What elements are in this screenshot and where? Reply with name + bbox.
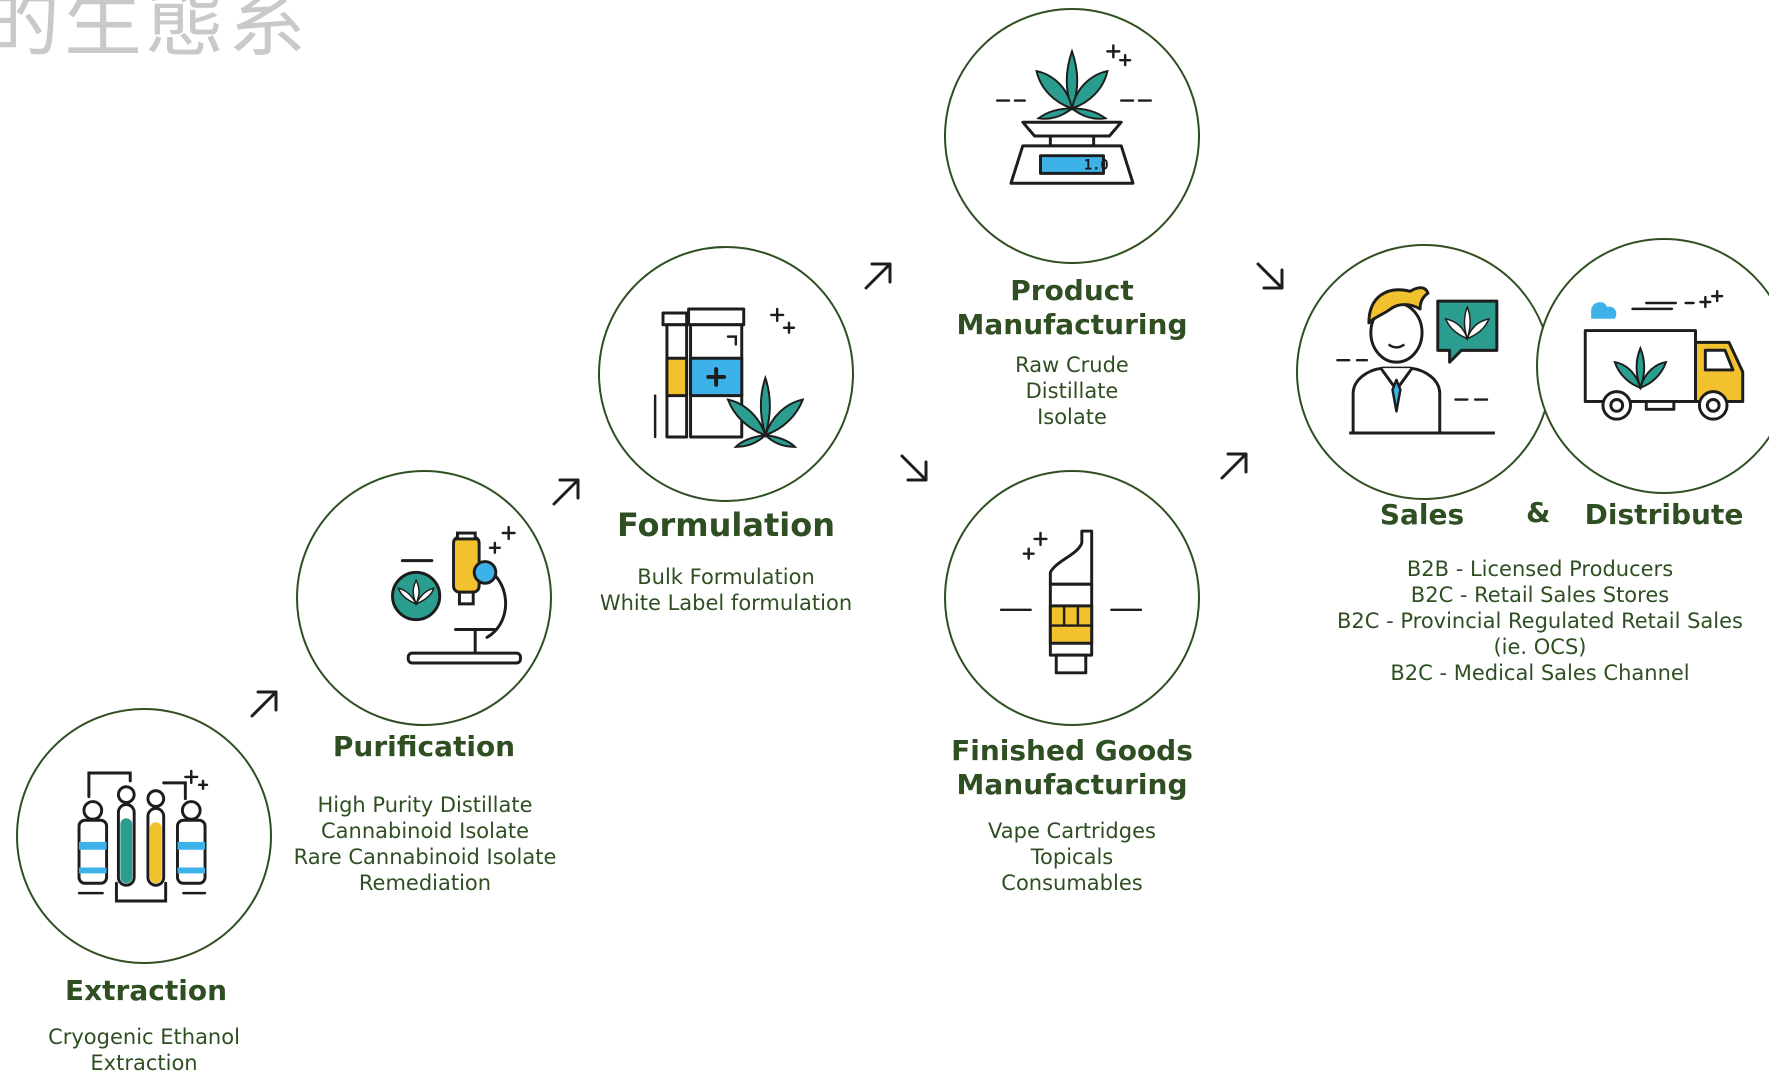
finished-goods-title: Finished Goods Manufacturing xyxy=(944,734,1200,802)
scale-icon: 1.0 xyxy=(995,44,1152,185)
salesperson-icon xyxy=(1336,286,1499,435)
arrow-up-right-icon xyxy=(250,690,278,718)
purification-desc: High Purity Distillate Cannabinoid Isola… xyxy=(280,792,570,896)
microscope-icon xyxy=(391,525,522,665)
formulation-desc: Bulk Formulation White Label formulation xyxy=(576,564,876,616)
extraction-desc: Cryogenic Ethanol Extraction xyxy=(16,1024,272,1076)
finished-line: Topicals xyxy=(1030,845,1114,869)
finished-goods-node xyxy=(944,470,1200,726)
extraction-title: Extraction xyxy=(64,974,228,1007)
purification-line: High Purity Distillate xyxy=(317,793,533,817)
distribute-title: Distribute xyxy=(1584,498,1744,531)
product-manufacturing-title: Product Manufacturing xyxy=(944,274,1200,342)
delivery-truck-icon xyxy=(1583,289,1745,421)
title-line: Finished Goods xyxy=(951,734,1193,767)
arrow-up-right-icon xyxy=(552,478,580,506)
sales-line: B2C - Retail Sales Stores xyxy=(1410,583,1670,607)
vape-cartridge-icon xyxy=(999,529,1143,675)
arrow-up-right-icon xyxy=(864,262,892,290)
gas-cylinders-icon xyxy=(77,769,209,903)
formulation-node xyxy=(598,246,854,502)
purification-line: Cannabinoid Isolate xyxy=(320,819,530,843)
purification-node xyxy=(296,470,552,726)
sales-line: (ie. OCS) xyxy=(1493,635,1587,659)
medicine-jars-icon xyxy=(653,307,805,448)
extraction-node xyxy=(16,708,272,964)
formulation-line: Bulk Formulation xyxy=(637,565,815,589)
purification-line: Remediation xyxy=(358,871,492,895)
product-manufacturing-node: 1.0 xyxy=(944,8,1200,264)
ampersand: & xyxy=(1526,496,1551,529)
purification-line: Rare Cannabinoid Isolate xyxy=(293,845,557,869)
finished-line: Consumables xyxy=(1001,871,1143,895)
sales-line: B2C - Medical Sales Channel xyxy=(1390,661,1690,685)
finished-line: Vape Cartridges xyxy=(988,819,1156,843)
product-line: Raw Crude xyxy=(1015,353,1129,377)
product-line: Isolate xyxy=(1037,405,1107,429)
title-line: Manufacturing xyxy=(956,308,1188,341)
distribute-node xyxy=(1536,238,1769,494)
sales-line: B2C - Provincial Regulated Retail Sales xyxy=(1337,609,1743,633)
corner-title-text: 的生態系 xyxy=(0,0,311,68)
formulation-line: White Label formulation xyxy=(599,591,853,615)
arrow-down-right-icon xyxy=(1256,262,1284,290)
finished-goods-desc: Vape Cartridges Topicals Consumables xyxy=(944,818,1200,896)
purification-title: Purification xyxy=(332,730,516,763)
formulation-title: Formulation xyxy=(616,506,836,544)
product-manufacturing-desc: Raw Crude Distillate Isolate xyxy=(944,352,1200,430)
product-line: Distillate xyxy=(1025,379,1119,403)
sales-line: B2B - Licensed Producers xyxy=(1406,557,1674,581)
arrow-down-right-icon xyxy=(900,454,928,482)
sales-title: Sales xyxy=(1379,498,1465,531)
title-line: Manufacturing xyxy=(956,768,1188,801)
scale-reading: 1.0 xyxy=(1084,157,1109,173)
title-line: Product xyxy=(1010,274,1134,307)
sales-distribute-desc: B2B - Licensed Producers B2C - Retail Sa… xyxy=(1310,556,1769,686)
extraction-line: Cryogenic Ethanol xyxy=(48,1025,240,1049)
arrow-up-right-icon xyxy=(1220,452,1248,480)
sales-node xyxy=(1296,244,1552,500)
extraction-line: Extraction xyxy=(90,1051,198,1075)
